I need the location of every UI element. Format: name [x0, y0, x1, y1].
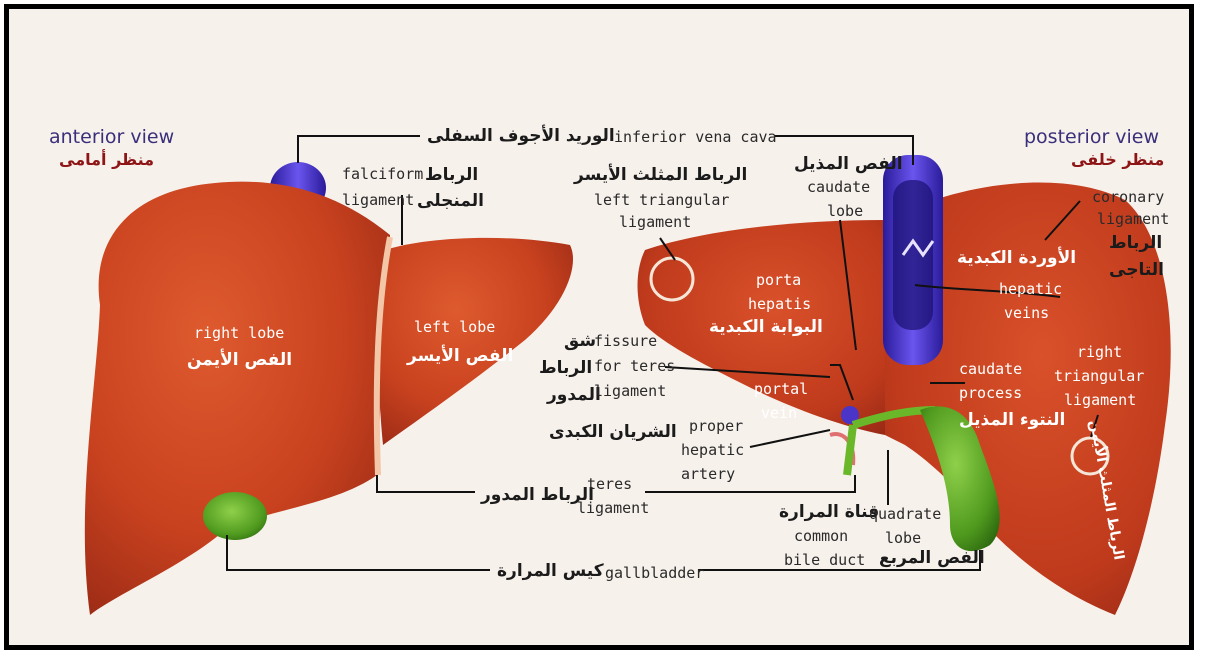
diagram-frame: anterior view منظر أمامى posterior view … — [4, 4, 1194, 650]
liver-illustration — [9, 9, 1189, 645]
hepatic-veins-label-1: hepatic — [999, 281, 1062, 298]
teres-label-1: teres — [587, 476, 632, 493]
hepatic-artery-label-3: artery — [681, 466, 735, 483]
anterior-view-title-ar: منظر أمامى — [59, 151, 154, 169]
falciform-label-ar-1: الرباط — [425, 166, 478, 185]
fissure-label-ar-1: شق — [564, 332, 596, 351]
quadrate-lobe-label-2: lobe — [885, 530, 921, 547]
hepatic-veins-label-ar: الأوردة الكبدية — [957, 249, 1076, 268]
ivc-label: inferior vena cava — [614, 129, 777, 146]
coronary-label-ar-1: الرباط — [1109, 234, 1162, 253]
right-triangular-label-1: right — [1077, 344, 1122, 361]
caudate-lobe-label-1: caudate — [807, 179, 870, 196]
gallbladder-label-ar: كيس المرارة — [497, 562, 604, 581]
quadrate-lobe-label-1: quadrate — [869, 506, 941, 523]
right-triangular-label-2: triangular — [1054, 368, 1144, 385]
porta-hepatis-label-1: porta — [756, 272, 801, 289]
left-lobe-label-ar: الفص الأيسر — [407, 347, 513, 366]
portal-vein-label-2: vein — [761, 405, 797, 422]
anterior-view-title: anterior view — [49, 127, 174, 148]
coronary-label-2: ligament — [1097, 211, 1169, 228]
hepatic-veins-label-2: veins — [1004, 305, 1049, 322]
left-triangular-label-ar: الرباط المثلث الأيسر — [574, 166, 747, 185]
quadrate-lobe-label-ar: الفص المربع — [879, 549, 985, 568]
falciform-label-2: ligament — [342, 192, 414, 209]
right-lobe-label-ar: الفص الأيمن — [187, 351, 292, 370]
ivc-label-ar: الوريد الأجوف السفلى — [427, 127, 615, 146]
fissure-label-2: for teres — [594, 358, 675, 375]
posterior-view-title-ar: منظر خلفى — [1071, 151, 1164, 169]
fissure-label-ar-3: المدور — [547, 386, 601, 405]
caudate-lobe-label-2: lobe — [827, 203, 863, 220]
fissure-label-1: fissure — [594, 333, 657, 350]
porta-hepatis-label-2: hepatis — [748, 296, 811, 313]
anterior-right-lobe — [85, 182, 390, 615]
coronary-label-ar-2: التاجى — [1109, 261, 1164, 280]
posterior-view-title: posterior view — [1024, 127, 1159, 148]
right-lobe-label: right lobe — [194, 325, 284, 342]
anterior-left-lobe — [379, 238, 573, 445]
hepatic-artery-label-2: hepatic — [681, 442, 744, 459]
left-lobe-label: left lobe — [414, 319, 495, 336]
hepatic-artery-label-1: proper — [689, 418, 743, 435]
left-triangular-label-1: left triangular — [594, 192, 729, 209]
anterior-gallbladder — [203, 492, 267, 540]
caudate-process-label-2: process — [959, 385, 1022, 402]
right-triangular-label-3: ligament — [1064, 392, 1136, 409]
falciform-label-ar-2: المنجلى — [417, 192, 484, 211]
caudate-process-label-1: caudate — [959, 361, 1022, 378]
common-bile-duct-label-ar: قناة المرارة — [779, 503, 879, 522]
left-triangular-label-2: ligament — [619, 214, 691, 231]
teres-label-2: ligament — [577, 500, 649, 517]
caudate-process-label-ar: النتوء المذيل — [959, 411, 1065, 430]
common-bile-duct-label-1: common — [794, 528, 848, 545]
falciform-label-1: falciform — [342, 166, 423, 183]
hepatic-artery-label-ar: الشريان الكبدى — [549, 423, 677, 442]
porta-hepatis-label-ar: البوابة الكبدية — [709, 318, 823, 337]
coronary-label-1: coronary — [1092, 189, 1164, 206]
common-bile-duct-label-2: bile duct — [784, 552, 865, 569]
portal-vein-label-1: portal — [754, 381, 808, 398]
caudate-lobe-label-ar: الفص المذيل — [794, 155, 903, 174]
gallbladder-label: gallbladder — [605, 565, 704, 582]
fissure-label-3: ligament — [594, 383, 666, 400]
fissure-label-ar-2: الرباط — [539, 359, 592, 378]
